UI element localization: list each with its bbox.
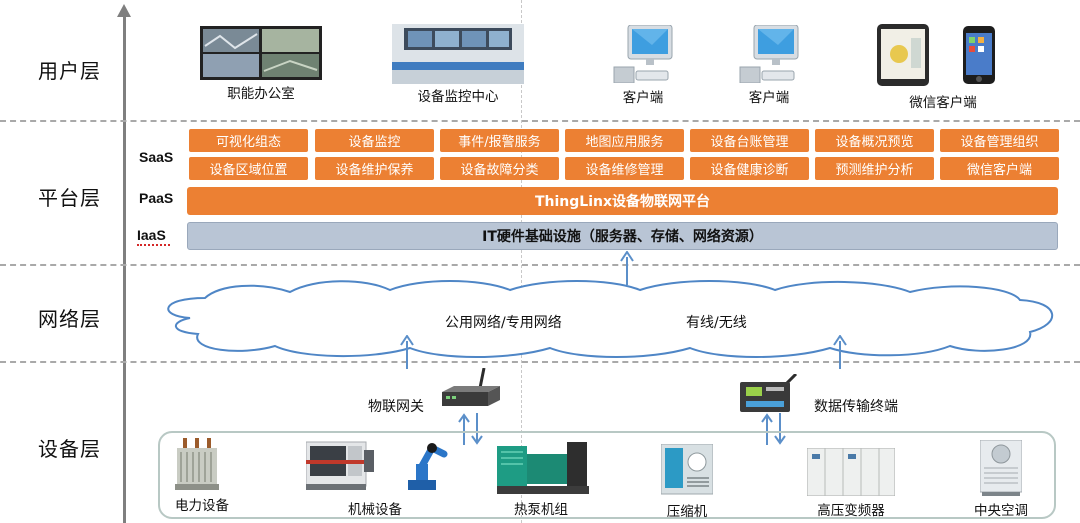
saas-service-4: 地图应用服务 (565, 129, 684, 152)
separator-platform-network (0, 264, 1080, 266)
transformer-icon (175, 438, 219, 494)
bidirectional-arrow-icon (758, 413, 788, 449)
saas-service-9: 设备维护保养 (315, 157, 434, 180)
tier-label-paas: PaaS (139, 190, 174, 206)
up-arrow-icon (620, 250, 634, 289)
iaas-infrastructure-bar: IT硬件基础设施（服务器、存储、网络资源） (187, 222, 1058, 250)
center-guide-line (521, 0, 522, 523)
separator-network-device (0, 361, 1080, 363)
device-label-heat-pump: 热泵机组 (514, 502, 568, 518)
dtu-label: 数据传输终端 (814, 399, 898, 415)
industrial-robot-icon (400, 440, 448, 494)
network-public-private-label: 公用网络/专用网络 (445, 315, 562, 331)
saas-service-1: 可视化组态 (189, 129, 308, 152)
layer-label-user: 用户层 (38, 59, 101, 83)
saas-service-13: 预测维护分析 (815, 157, 934, 180)
cnc-machine-icon (305, 440, 374, 494)
heat-pump-unit-icon (497, 440, 589, 500)
layer-label-platform: 平台层 (38, 186, 101, 210)
saas-service-7: 设备管理组织 (940, 129, 1059, 152)
office-video-wall-image (200, 26, 322, 84)
saas-service-11: 设备维修管理 (565, 157, 684, 180)
vertical-axis (123, 14, 126, 523)
network-cloud-icon (150, 276, 1062, 364)
data-transfer-unit-icon (736, 372, 800, 422)
desktop-computer-icon (738, 24, 800, 87)
saas-service-3: 事件/报警服务 (440, 129, 559, 152)
separator-user-platform (0, 120, 1080, 122)
user-item-label-2: 设备监控中心 (417, 89, 499, 105)
device-label-machinery: 机械设备 (348, 502, 402, 518)
monitoring-center-image (392, 24, 524, 88)
user-item-label-1: 职能办公室 (227, 86, 295, 102)
central-ac-unit-icon (979, 439, 1023, 500)
device-label-central-ac: 中央空调 (974, 503, 1028, 519)
tablet-and-phone-icon (877, 24, 997, 90)
user-item-label-4: 客户端 (748, 90, 790, 106)
user-item-label-5: 微信客户端 (909, 95, 977, 111)
up-arrow-icon (400, 334, 414, 373)
tier-label-iaas: IaaS (137, 227, 166, 243)
device-label-power: 电力设备 (175, 498, 229, 514)
paas-platform-bar: ThingLinx设备物联网平台 (187, 187, 1058, 215)
saas-service-2: 设备监控 (315, 129, 434, 152)
iot-gateway-icon (440, 367, 502, 418)
device-label-inverter: 高压变频器 (817, 503, 885, 519)
axis-arrow-icon (117, 4, 131, 17)
saas-service-14: 微信客户端 (940, 157, 1059, 180)
device-container (158, 431, 1056, 519)
saas-service-12: 设备健康诊断 (690, 157, 809, 180)
layer-label-device: 设备层 (38, 437, 101, 461)
tier-label-saas: SaaS (139, 149, 174, 165)
saas-service-5: 设备台账管理 (690, 129, 809, 152)
saas-service-10: 设备故障分类 (440, 157, 559, 180)
network-wired-wireless-label: 有线/无线 (686, 315, 747, 331)
compressor-icon (660, 443, 714, 500)
iaas-underline (137, 243, 170, 246)
gateway-label: 物联网关 (368, 399, 424, 415)
layer-label-network: 网络层 (38, 307, 101, 331)
device-label-compressor: 压缩机 (666, 504, 708, 520)
saas-service-8: 设备区域位置 (189, 157, 308, 180)
up-arrow-icon (833, 334, 847, 373)
inverter-cabinet-icon (806, 447, 896, 500)
user-item-label-3: 客户端 (622, 90, 664, 106)
saas-service-6: 设备概况预览 (815, 129, 934, 152)
desktop-computer-icon (612, 24, 674, 87)
